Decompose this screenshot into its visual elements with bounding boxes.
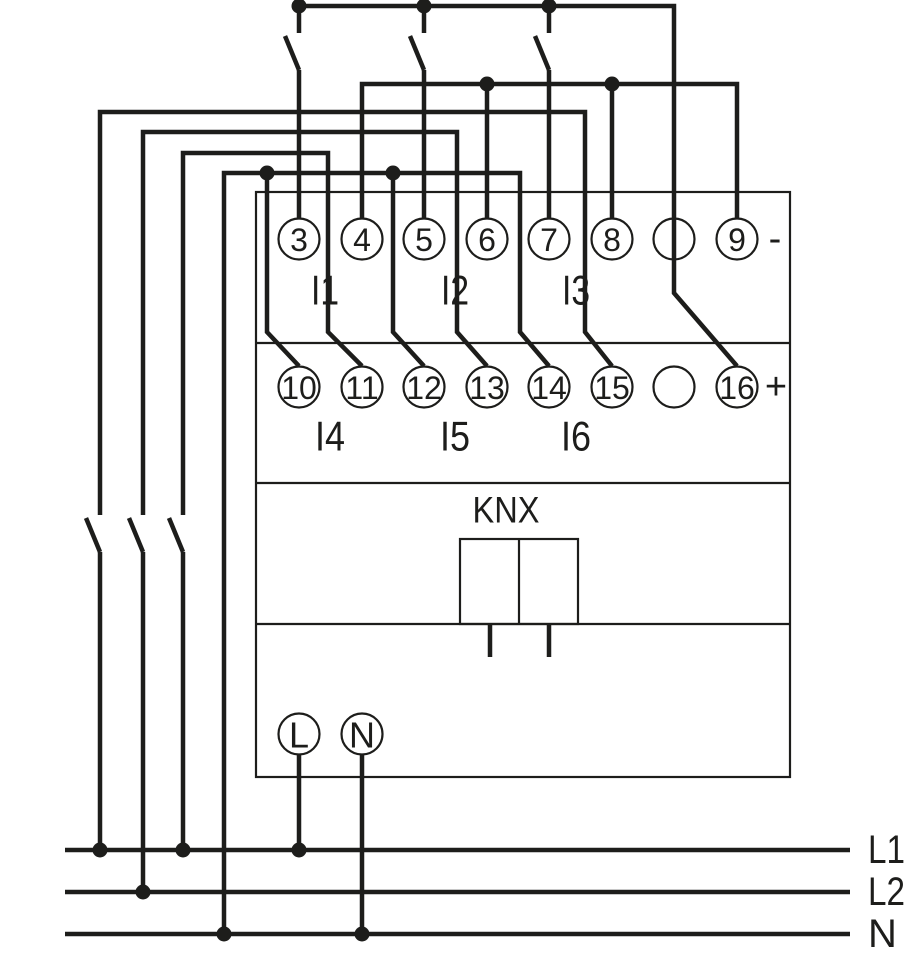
mains-label-l1: L1: [868, 828, 905, 872]
plus-bus-wire: [299, 3, 739, 368]
mains-switch-2-blade: [126, 517, 146, 553]
mains-label-n: N: [868, 912, 897, 956]
plus-sign: +: [765, 366, 787, 408]
junction-dot-plusbus-s3: [541, 0, 557, 14]
feed-wire-i6: [97, 109, 614, 515]
knx-connector: [458, 537, 580, 657]
junction-dot-l2-breaker2: [135, 884, 151, 900]
junction-dot-l1-supply: [291, 842, 307, 858]
terminal-6-label: 6: [478, 222, 496, 258]
terminal-16: [715, 365, 759, 409]
device-outline: [254, 190, 792, 779]
terminal-L-label: L: [289, 715, 309, 756]
terminal-4-label: 4: [353, 222, 371, 258]
terminal-15: [590, 365, 634, 409]
input-label-i6: I6: [561, 413, 591, 460]
labels: 3 4 5 6 7 8 9 - I1 I2 I3 10 11 12 13 14 …: [281, 218, 905, 956]
terminal-11: [340, 365, 384, 409]
mains-switch-3-blade: [166, 517, 186, 553]
feed-wire-i4: [180, 150, 364, 515]
junction-dot-plusbus-s2: [416, 0, 432, 14]
switch-s3-blade: [532, 35, 552, 71]
terminal-12: [402, 365, 446, 409]
terminal-8-label: 8: [603, 222, 621, 258]
junction-dot-plusbus-s1: [291, 0, 307, 14]
terminal-10: [277, 365, 321, 409]
input-label-i3: I3: [562, 267, 590, 314]
feed-wire-i5: [140, 129, 489, 515]
terminal-13-label: 13: [469, 370, 505, 406]
mains-switch-1-blade: [83, 517, 103, 553]
terminal-unused-bottom: [652, 365, 696, 409]
junction-dot-l1-breaker1: [92, 842, 108, 858]
minus-sign: -: [769, 218, 782, 260]
terminal-circles: [277, 217, 759, 756]
terminal-12-label: 12: [406, 370, 442, 406]
terminal-3-label: 3: [290, 222, 308, 258]
terminal-9-label: 9: [728, 222, 746, 258]
terminal-15-label: 15: [594, 370, 630, 406]
neutral-branch-12: [390, 173, 426, 368]
wiring: [65, 3, 850, 937]
junction-dot-minusbus-6: [479, 76, 495, 92]
junction-dot-n-common: [216, 926, 232, 942]
input-label-i5: I5: [440, 413, 470, 460]
junction-dots: [92, 0, 620, 942]
junction-dot-neutral-12: [385, 165, 401, 181]
junction-dot-n-supply: [354, 926, 370, 942]
terminal-7-label: 7: [540, 222, 558, 258]
terminal-13: [465, 365, 509, 409]
minus-bus-wire: [359, 81, 740, 219]
terminal-11-label: 11: [345, 370, 378, 406]
terminal-16-label: 16: [719, 370, 755, 406]
terminal-14-label: 14: [531, 370, 567, 406]
input-label-i1: I1: [311, 267, 339, 314]
knx-label: KNX: [473, 490, 540, 531]
junction-dot-minusbus-8: [604, 76, 620, 92]
terminal-N-label: N: [349, 715, 375, 756]
terminal-14: [527, 365, 571, 409]
neutral-branch-10: [264, 173, 301, 368]
input-label-i2: I2: [441, 267, 469, 314]
input-label-i4: I4: [315, 413, 345, 460]
terminal-10-label: 10: [281, 370, 317, 406]
switch-s1-blade: [282, 35, 302, 71]
junction-dot-l1-breaker3: [175, 842, 191, 858]
mains-label-l2: L2: [868, 870, 905, 914]
terminal-5-label: 5: [415, 222, 433, 258]
neutral-common-wire: [221, 170, 551, 934]
junction-dot-neutral-10: [259, 165, 275, 181]
switch-s2-blade: [407, 35, 427, 71]
